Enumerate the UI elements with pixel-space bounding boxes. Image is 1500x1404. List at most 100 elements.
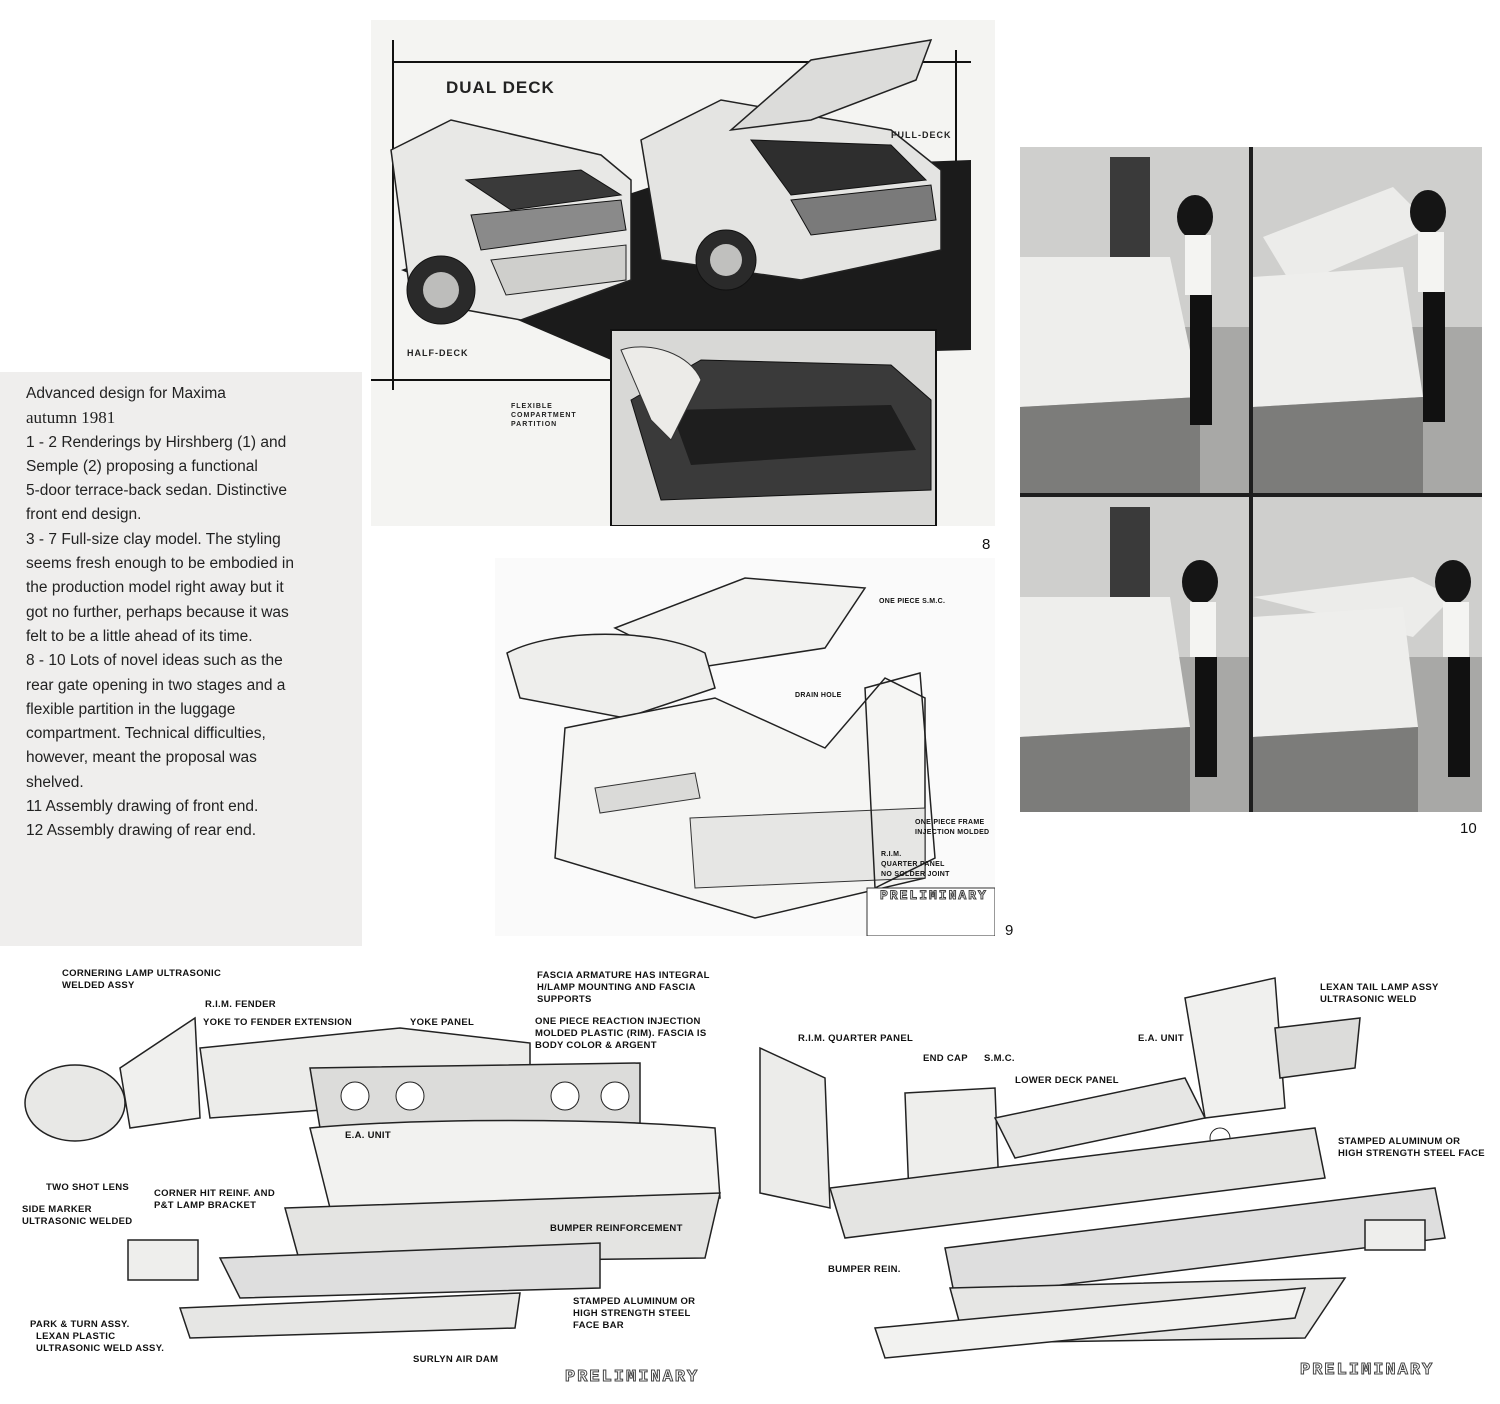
front-end-exploded-view bbox=[24, 1016, 721, 1339]
fig9-label-one-piece-smc: ONE PIECE S.M.C. bbox=[879, 598, 946, 605]
fig11-label-two-shot: TWO SHOT LENS bbox=[46, 1182, 130, 1193]
fig12-label-line: ULTRASONIC WELD bbox=[1320, 994, 1417, 1005]
fig11-label-line: HIGH STRENGTH STEEL bbox=[573, 1308, 691, 1319]
fig9-label-line: ONE PIECE FRAME bbox=[915, 819, 985, 826]
figure-8-rendering: DUAL DECK FULL-DECK HALF-DECK FLEXIBLE C… bbox=[371, 20, 995, 526]
photo-panel-2 bbox=[1253, 147, 1482, 493]
fig11-label-yoke-ext: YOKE TO FENDER EXTENSION bbox=[203, 1017, 353, 1028]
fig11-label-corner-hit: CORNER HIT REINF. AND P&T LAMP BRACKET bbox=[154, 1188, 275, 1212]
fig12-label-end-cap: END CAP bbox=[923, 1053, 968, 1064]
fig11-label-rim-fender: R.I.M. FENDER bbox=[205, 999, 276, 1010]
fig11-label-stamped: STAMPED ALUMINUM OR HIGH STRENGTH STEEL … bbox=[573, 1296, 695, 1332]
fig12-label-smc: S.M.C. bbox=[984, 1053, 1015, 1064]
photo-panel-4 bbox=[1253, 497, 1482, 812]
fig11-label-line: CORNER HIT REINF. AND bbox=[154, 1188, 276, 1199]
caption-line: 3 - 7 Full-size clay model. The styling bbox=[26, 530, 281, 548]
fig11-label-line: P&T LAMP BRACKET bbox=[154, 1200, 257, 1211]
fig11-label-yoke-panel: YOKE PANEL bbox=[410, 1017, 475, 1028]
fig11-label-surlyn: SURLYN AIR DAM bbox=[413, 1354, 499, 1365]
fig11-label-line: ULTRASONIC WELDED bbox=[22, 1216, 133, 1227]
fig12-label-lower-deck: LOWER DECK PANEL bbox=[1015, 1075, 1119, 1086]
fig11-label-cornering: CORNERING LAMP ULTRASONIC WELDED ASSY bbox=[62, 968, 221, 992]
caption-line: autumn 1981 bbox=[26, 408, 116, 428]
fig12-label-ea-unit: E.A. UNIT bbox=[1138, 1033, 1184, 1044]
fig11-label-bumper-reinforcement: BUMPER REINFORCEMENT bbox=[550, 1223, 683, 1234]
fig11-label-line: ONE PIECE REACTION INJECTION bbox=[535, 1016, 701, 1027]
fig8-half-deck-label: HALF-DECK bbox=[407, 348, 469, 358]
caption-line: front end design. bbox=[26, 506, 142, 524]
caption-line: the production model right away but it bbox=[26, 579, 284, 597]
photo-panel-1 bbox=[1020, 147, 1249, 493]
fig8-full-deck-label: FULL-DECK bbox=[891, 130, 952, 140]
fig9-label-quarter: R.I.M. QUARTER PANEL NO SOLDER JOINT bbox=[881, 850, 950, 880]
fig9-label-line: INJECTION MOLDED bbox=[915, 829, 990, 836]
fig9-label-line: NO SOLDER JOINT bbox=[881, 871, 950, 878]
fig11-label-line: FACE BAR bbox=[573, 1320, 624, 1331]
fig11-label-park-turn: PARK & TURN ASSY. LEXAN PLASTIC ULTRASON… bbox=[30, 1319, 164, 1355]
fig11-preliminary-stamp: PRELIMINARY bbox=[564, 1368, 700, 1388]
caption-line: rear gate opening in two stages and a bbox=[26, 676, 286, 694]
caption-line: however, meant the proposal was bbox=[26, 749, 257, 767]
figure-9-drawing: ONE PIECE S.M.C. DRAIN HOLE ONE PIECE FR… bbox=[495, 558, 995, 936]
caption-line: 11 Assembly drawing of front end. bbox=[26, 798, 259, 816]
figure-10-number: 10 bbox=[1460, 820, 1477, 837]
rear-gate-sketch bbox=[506, 577, 995, 936]
caption-line: 1 - 2 Renderings by Hirshberg (1) and bbox=[26, 433, 287, 451]
photo-sequence bbox=[1020, 147, 1482, 812]
fig11-label-side-marker: SIDE MARKER ULTRASONIC WELDED bbox=[22, 1204, 132, 1228]
fig11-label-line: LEXAN PLASTIC bbox=[36, 1331, 116, 1342]
fig11-label-line: STAMPED ALUMINUM OR bbox=[573, 1296, 696, 1307]
fig11-label-line: CORNERING LAMP ULTRASONIC bbox=[62, 968, 222, 979]
fig12-preliminary-stamp: PRELIMINARY bbox=[1299, 1361, 1435, 1381]
figure-11-front-assembly: CORNERING LAMP ULTRASONIC WELDED ASSY R.… bbox=[0, 958, 740, 1390]
fig11-label-line: SUPPORTS bbox=[537, 994, 592, 1005]
fig12-label-rim-quarter: R.I.M. QUARTER PANEL bbox=[798, 1033, 914, 1044]
fig11-label-line: SIDE MARKER bbox=[22, 1204, 92, 1215]
dual-deck-sketch bbox=[371, 20, 995, 526]
caption-line: 8 - 10 Lots of novel ideas such as the bbox=[26, 652, 283, 670]
fig9-label-line: QUARTER PANEL bbox=[881, 861, 945, 868]
fig12-label-bumper-rein: BUMPER REIN. bbox=[828, 1264, 901, 1275]
fig8-title: DUAL DECK bbox=[446, 78, 555, 97]
fig9-preliminary-stamp: PRELIMINARY bbox=[880, 888, 988, 904]
fig8-partition-line: PARTITION bbox=[511, 421, 558, 428]
caption-line: 12 Assembly drawing of rear end. bbox=[26, 822, 257, 840]
fig12-label-lexan: LEXAN TAIL LAMP ASSY ULTRASONIC WELD bbox=[1320, 982, 1439, 1006]
fig9-label-frame: ONE PIECE FRAME INJECTION MOLDED bbox=[915, 818, 989, 838]
fig11-label-ea-unit: E.A. UNIT bbox=[345, 1130, 391, 1141]
caption-line: flexible partition in the luggage bbox=[26, 700, 236, 718]
fig11-label-line: WELDED ASSY bbox=[62, 980, 135, 991]
fig9-label-drain-hole: DRAIN HOLE bbox=[795, 692, 842, 699]
caption-line: 5-door terrace-back sedan. Distinctive bbox=[26, 482, 288, 500]
fig11-label-line: FASCIA ARMATURE HAS INTEGRAL bbox=[537, 970, 710, 981]
fig8-partition-line: COMPARTMENT bbox=[511, 412, 577, 419]
caption-line: compartment. Technical difficulties, bbox=[26, 725, 266, 743]
fig9-label-line: R.I.M. bbox=[881, 851, 902, 858]
caption-background bbox=[0, 372, 362, 946]
fig8-partition-line: FLEXIBLE bbox=[511, 403, 553, 410]
fig12-label-line: STAMPED ALUMINUM OR bbox=[1338, 1136, 1461, 1147]
caption-line: Semple (2) proposing a functional bbox=[26, 457, 258, 475]
fig12-label-stamped: STAMPED ALUMINUM OR HIGH STRENGTH STEEL … bbox=[1338, 1136, 1485, 1160]
fig11-label-line: PARK & TURN ASSY. bbox=[30, 1319, 130, 1330]
caption-line: seems fresh enough to be embodied in bbox=[26, 555, 294, 573]
fig12-label-line: LEXAN TAIL LAMP ASSY bbox=[1320, 982, 1439, 993]
fig11-label-line: MOLDED PLASTIC (RIM). FASCIA IS bbox=[535, 1028, 707, 1039]
rear-end-exploded-view bbox=[759, 977, 1446, 1359]
figure-9-number: 9 bbox=[1005, 922, 1014, 939]
fig12-label-line: HIGH STRENGTH STEEL FACE bbox=[1338, 1148, 1485, 1159]
fig11-label-line: BODY COLOR & ARGENT bbox=[535, 1040, 657, 1051]
fig8-partition-label: FLEXIBLE COMPARTMENT PARTITION bbox=[511, 402, 577, 429]
caption-line: Advanced design for Maxima bbox=[26, 385, 226, 402]
figure-12-rear-assembly: LEXAN TAIL LAMP ASSY ULTRASONIC WELD R.I… bbox=[755, 958, 1500, 1390]
figure-8-number: 8 bbox=[982, 536, 991, 553]
caption-line: felt to be a little ahead of its time. bbox=[26, 627, 253, 645]
fig11-label-line: H/LAMP MOUNTING AND FASCIA bbox=[537, 982, 696, 993]
fig11-label-line: ULTRASONIC WELD ASSY. bbox=[36, 1343, 165, 1354]
caption-line: shelved. bbox=[26, 773, 84, 791]
fig11-label-fascia-armature: FASCIA ARMATURE HAS INTEGRAL H/LAMP MOUN… bbox=[537, 970, 710, 1006]
caption-line: got no further, perhaps because it was bbox=[26, 603, 289, 621]
photo-panel-3 bbox=[1020, 497, 1249, 812]
figure-10-photo-grid bbox=[1020, 147, 1482, 812]
caption-text: Advanced design for Maxima autumn 1981 1… bbox=[26, 382, 356, 844]
